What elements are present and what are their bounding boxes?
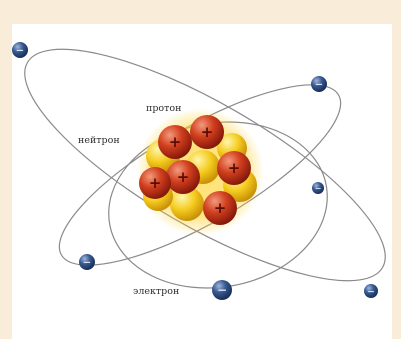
proton-sign: + <box>214 199 227 217</box>
electron-sign: − <box>16 46 24 57</box>
electron: − <box>312 182 324 194</box>
electron: − <box>12 42 28 58</box>
proton-sign: + <box>228 159 241 177</box>
electron: − <box>311 76 327 92</box>
proton: + <box>166 160 200 194</box>
electron: − <box>79 254 95 270</box>
proton: + <box>217 151 251 185</box>
electron-sign: − <box>315 80 323 91</box>
proton: + <box>190 115 224 149</box>
proton-sign: + <box>149 174 162 192</box>
neutron-label: нейтрон <box>78 135 120 146</box>
electron-sign: − <box>315 184 322 193</box>
electron-sign: − <box>83 258 91 269</box>
electron: − <box>364 284 378 298</box>
electron-label: электрон <box>133 286 179 297</box>
proton-sign: + <box>169 133 182 151</box>
proton: + <box>203 191 237 225</box>
proton: + <box>158 125 192 159</box>
electron: − <box>212 280 232 300</box>
proton-label: протон <box>146 103 181 114</box>
proton-sign: + <box>201 123 214 141</box>
proton: + <box>139 167 171 199</box>
proton-sign: + <box>177 168 190 186</box>
electron-sign: − <box>367 288 375 298</box>
nucleus: + + + + + + <box>136 108 264 236</box>
electron-sign: − <box>217 283 227 297</box>
